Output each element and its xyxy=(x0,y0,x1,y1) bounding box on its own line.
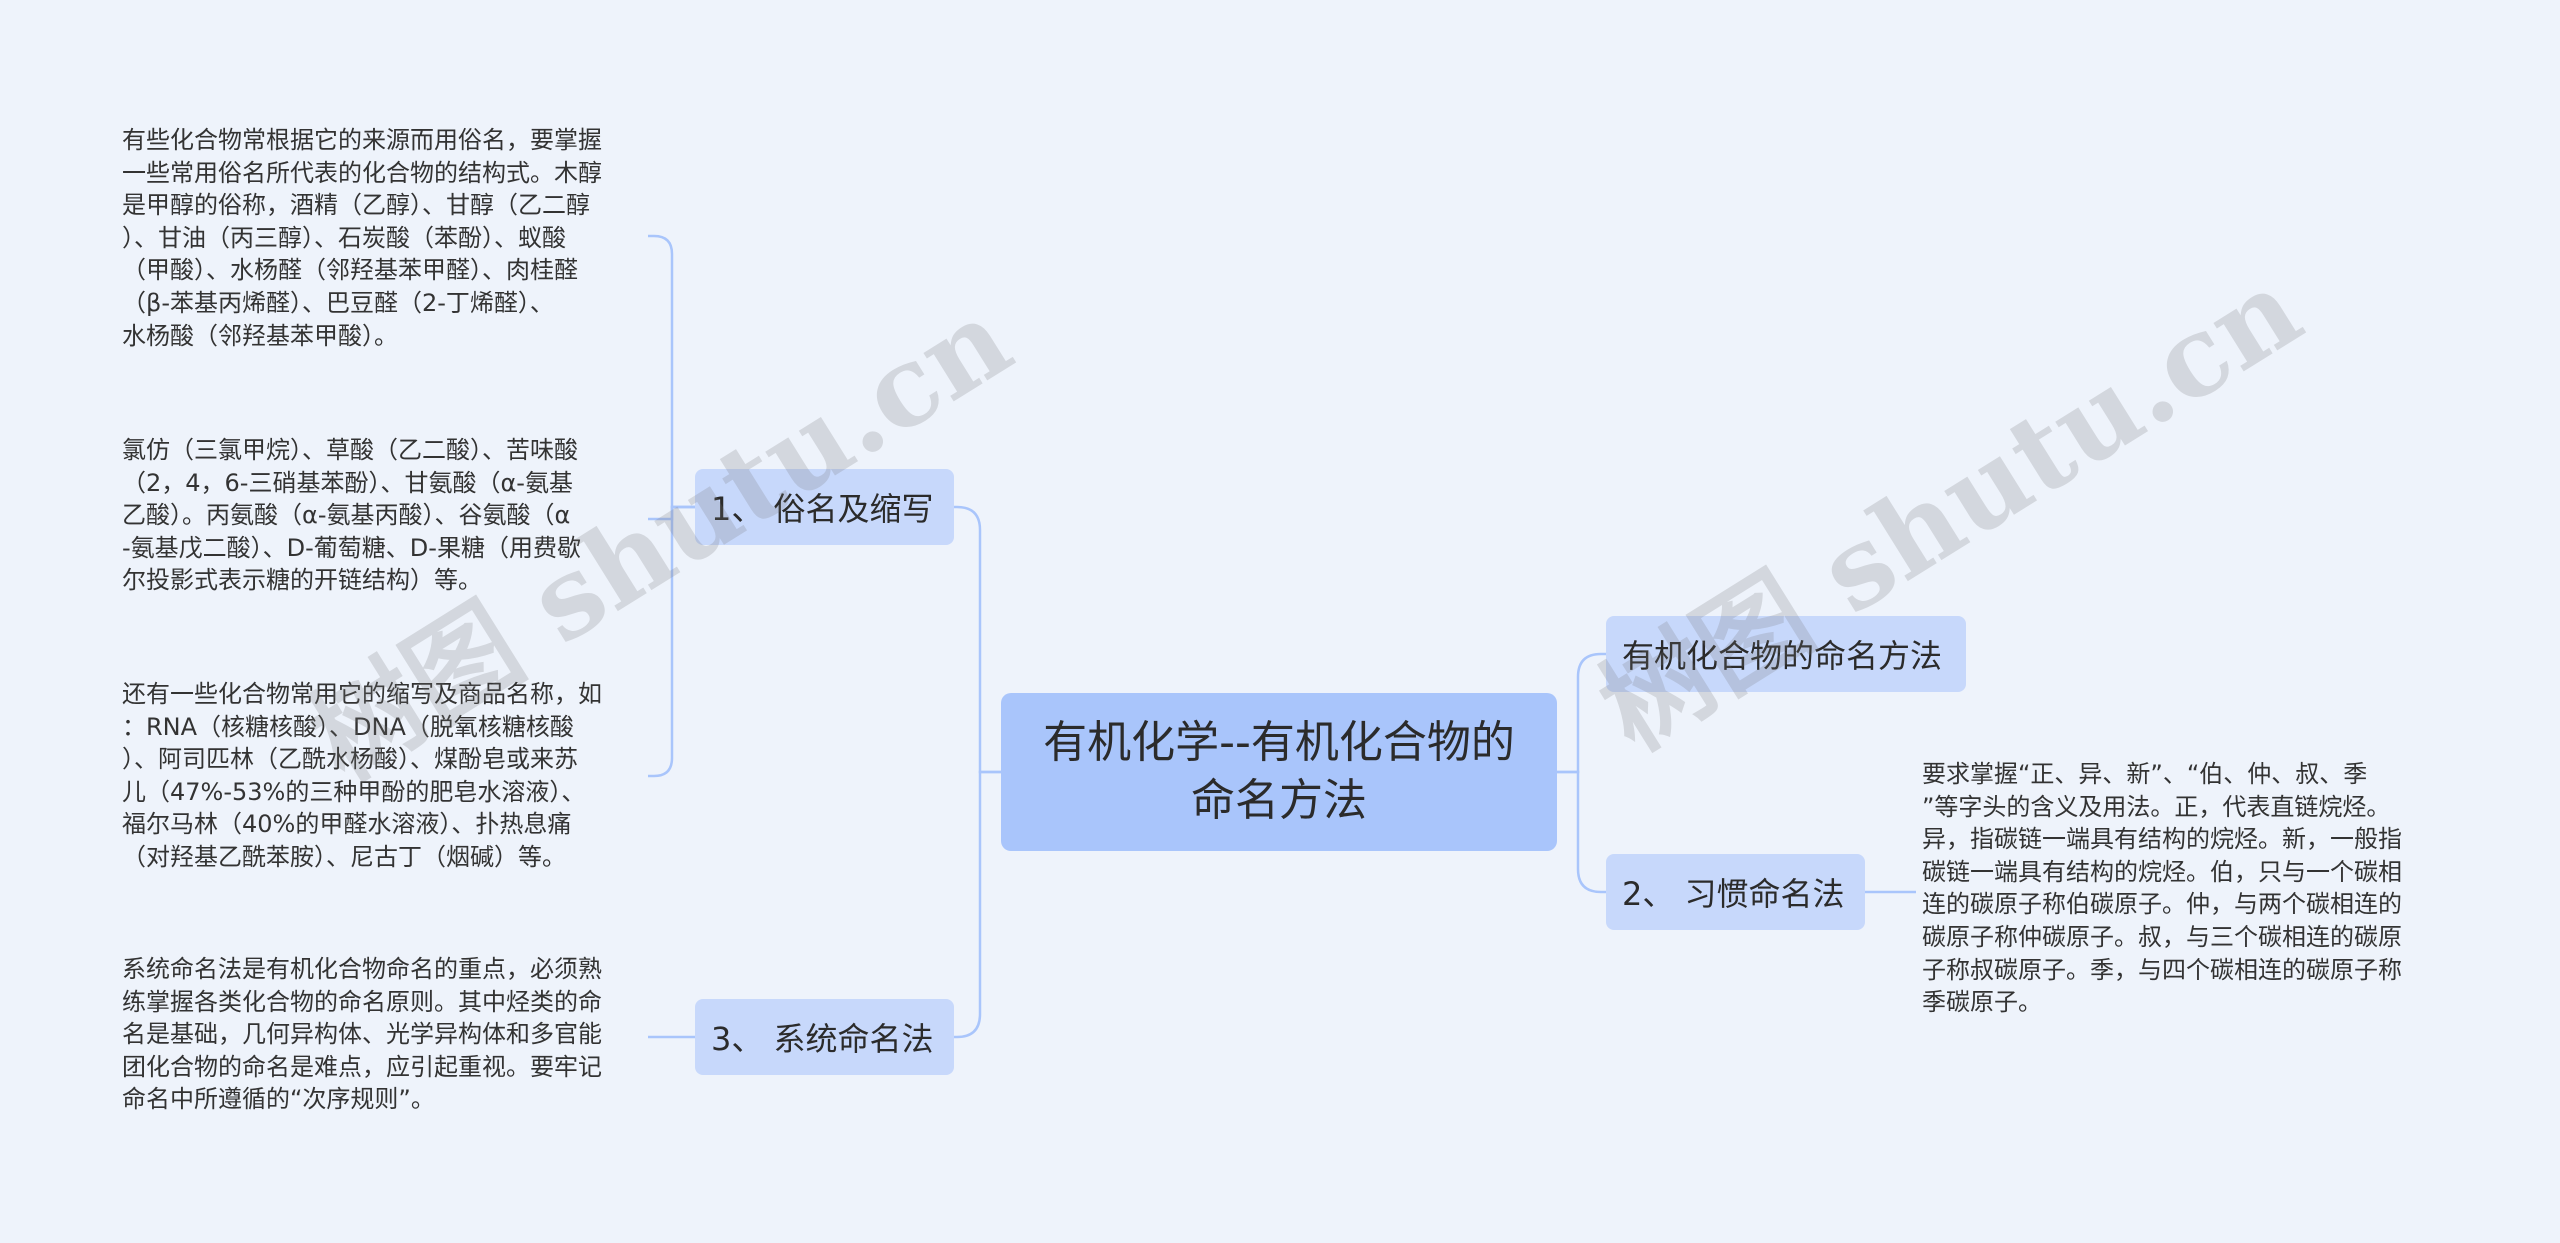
branch-naming-methods-label: 有机化合物的命名方法 xyxy=(1622,637,1943,675)
connector-root-to-method xyxy=(1557,652,1606,774)
leaf-common-names-2[interactable]: 氯仿（三氯甲烷）、草酸（乙二酸）、苦味酸 （2，4，6-三硝基苯酚）、甘氨酸（α… xyxy=(122,434,642,604)
leaf-common-names-1[interactable]: 有些化合物常根据它的来源而用俗名，要掌握 一些常用俗名所代表的化合物的结构式。木… xyxy=(122,124,642,354)
branch-naming-methods[interactable]: 有机化合物的命名方法 xyxy=(1606,616,1966,692)
branch-systematic-naming-label: 3、 系统命名法 xyxy=(711,1020,934,1058)
leaf-customary-naming-text: 要求掌握“正、异、新”、“伯、仲、叔、季 ”等字头的含义及用法。正，代表直链烷烃… xyxy=(1922,760,2402,1017)
root-topic-label: 有机化学--有机化合物的命名方法 xyxy=(1043,717,1515,826)
leaf-common-names-1-text: 有些化合物常根据它的来源而用俗名，要掌握 一些常用俗名所代表的化合物的结构式。木… xyxy=(122,126,602,350)
leaf-common-names-3[interactable]: 还有一些化合物常用它的缩写及商品名称，如 ：RNA（核糖核酸）、DNA（脱氧核糖… xyxy=(122,678,642,878)
connector-common-names-to-leaf-1 xyxy=(648,234,695,509)
branch-common-names-label: 1、 俗名及缩写 xyxy=(711,490,934,528)
connector-common-names-to-leaf-3 xyxy=(648,505,695,778)
leaf-systematic-naming-text: 系统命名法是有机化合物命名的重点，必须熟 练掌握各类化合物的命名原则。其中烃类的… xyxy=(122,955,602,1114)
leaf-common-names-3-text: 还有一些化合物常用它的缩写及商品名称，如 ：RNA（核糖核酸）、DNA（脱氧核糖… xyxy=(122,680,602,871)
connector-root-to-common-names xyxy=(954,505,1001,774)
branch-customary-naming[interactable]: 2、 习惯命名法 xyxy=(1606,854,1865,930)
leaf-customary-naming[interactable]: 要求掌握“正、异、新”、“伯、仲、叔、季 ”等字头的含义及用法。正，代表直链烷烃… xyxy=(1922,758,2442,1038)
branch-common-names[interactable]: 1、 俗名及缩写 xyxy=(695,469,954,545)
root-topic[interactable]: 有机化学--有机化合物的命名方法 xyxy=(1001,693,1557,851)
connector-root-to-systematic xyxy=(954,770,1001,1039)
leaf-common-names-2-text: 氯仿（三氯甲烷）、草酸（乙二酸）、苦味酸 （2，4，6-三硝基苯酚）、甘氨酸（α… xyxy=(122,436,581,595)
branch-customary-naming-label: 2、 习惯命名法 xyxy=(1622,875,1845,913)
leaf-systematic-naming[interactable]: 系统命名法是有机化合物命名的重点，必须熟 练掌握各类化合物的命名原则。其中烃类的… xyxy=(122,953,642,1123)
branch-systematic-naming[interactable]: 3、 系统命名法 xyxy=(695,999,954,1075)
connector-root-to-customary xyxy=(1557,770,1606,894)
